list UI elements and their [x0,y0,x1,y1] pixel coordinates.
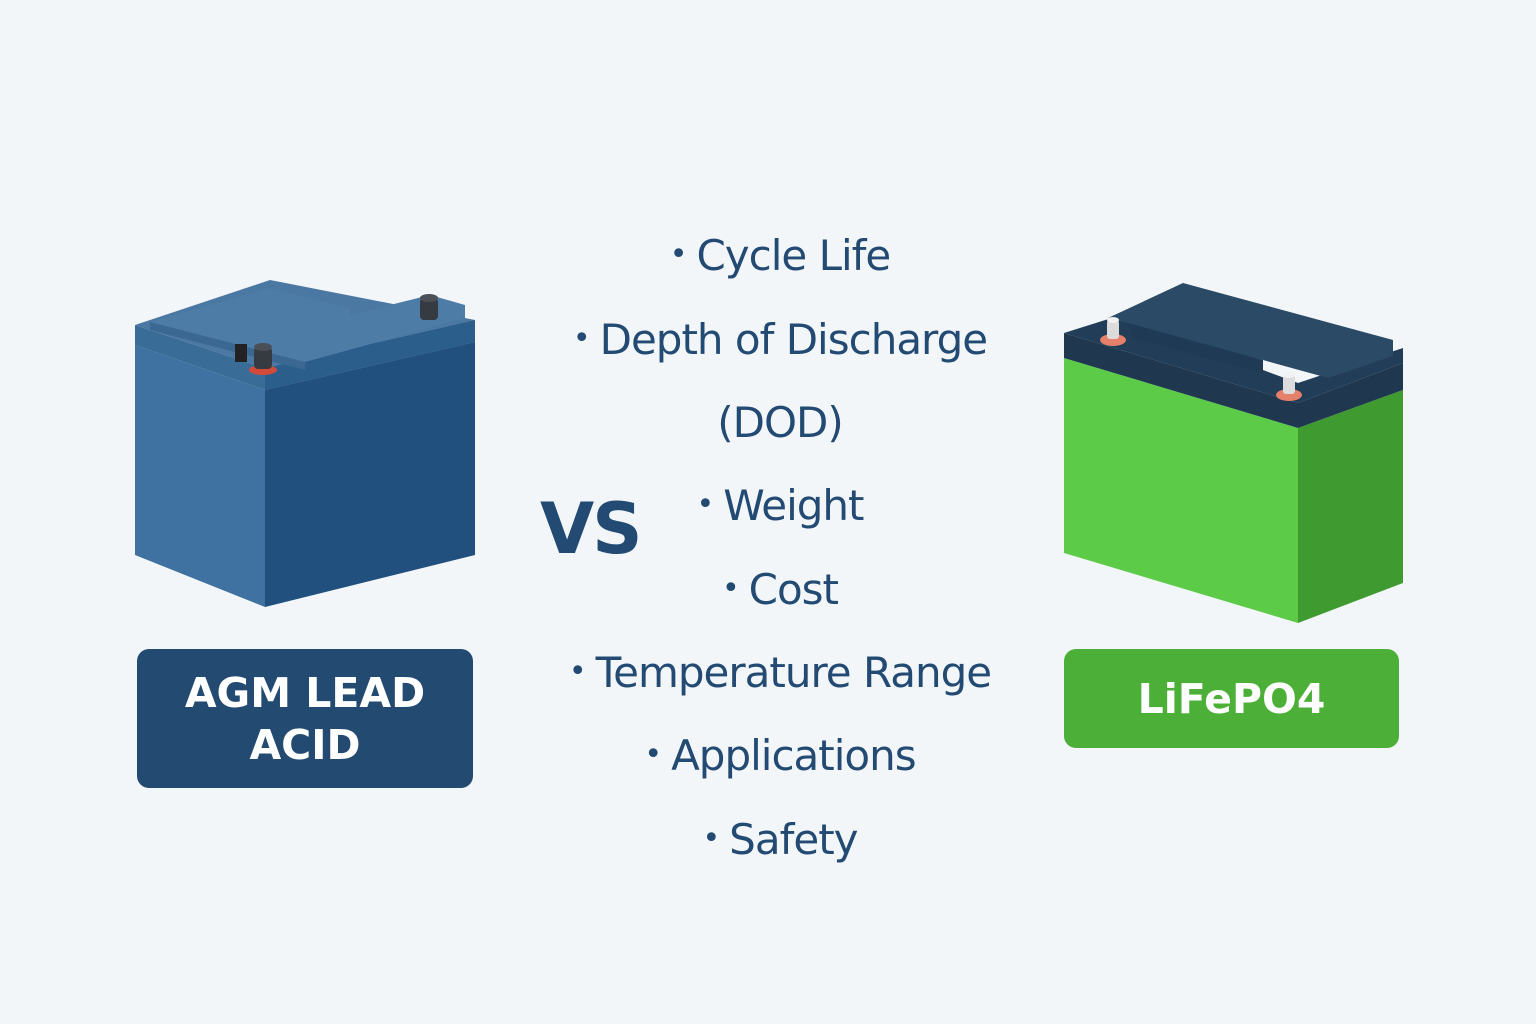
bullet-icon: • [669,236,688,272]
bullet-icon: • [644,736,662,772]
feature-applications: •Applications [644,731,916,780]
bullet-icon: • [696,486,714,522]
agm-battery-illustration [135,280,475,607]
lifepo4-label-text: LiFePO4 [1137,674,1326,723]
feature-depth-of-discharge: •Depth of Discharge [572,315,988,364]
agm-lead-acid-label: AGM LEAD ACID [137,649,473,788]
feature-cost: •Cost [721,565,839,614]
feature-cycle-life: •Cycle Life [669,231,892,280]
feature-weight: •Weight [696,481,864,530]
bullet-icon: • [702,820,720,856]
bullet-icon: • [568,653,587,689]
lifepo4-label: LiFePO4 [1064,649,1399,748]
bullet-icon: • [572,320,591,356]
bullet-icon: • [721,570,740,606]
feature-temperature-range: •Temperature Range [568,648,992,697]
vs-label: VS [540,488,643,570]
feature-dod: (DOD) [717,398,844,447]
feature-safety: •Safety [702,815,858,864]
agm-label-line-1: AGM LEAD [184,668,426,717]
agm-label-line-2: ACID [249,720,361,769]
lifepo4-battery-illustration [1064,283,1403,623]
